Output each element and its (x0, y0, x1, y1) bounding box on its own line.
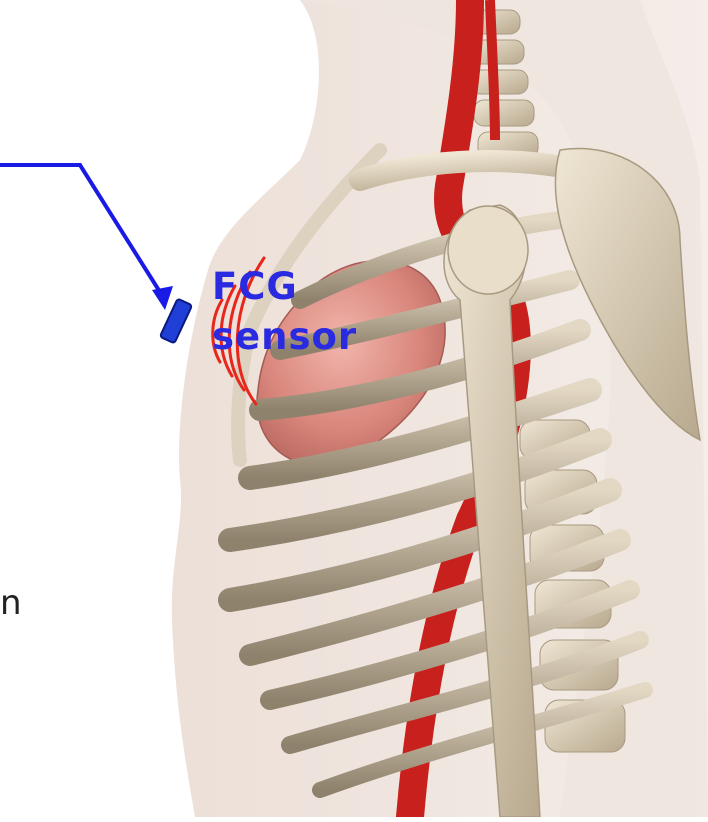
humeral-head (448, 206, 528, 294)
carotid-artery (490, 0, 495, 140)
fcg-sensor-label: FCG sensor (212, 262, 357, 362)
label-line-fcg: FCG (212, 262, 357, 312)
arrow-head (152, 286, 173, 310)
arrow-icon (0, 165, 165, 300)
label-line-sensor: sensor (212, 312, 357, 362)
cropped-text-fragment: n (0, 583, 22, 623)
